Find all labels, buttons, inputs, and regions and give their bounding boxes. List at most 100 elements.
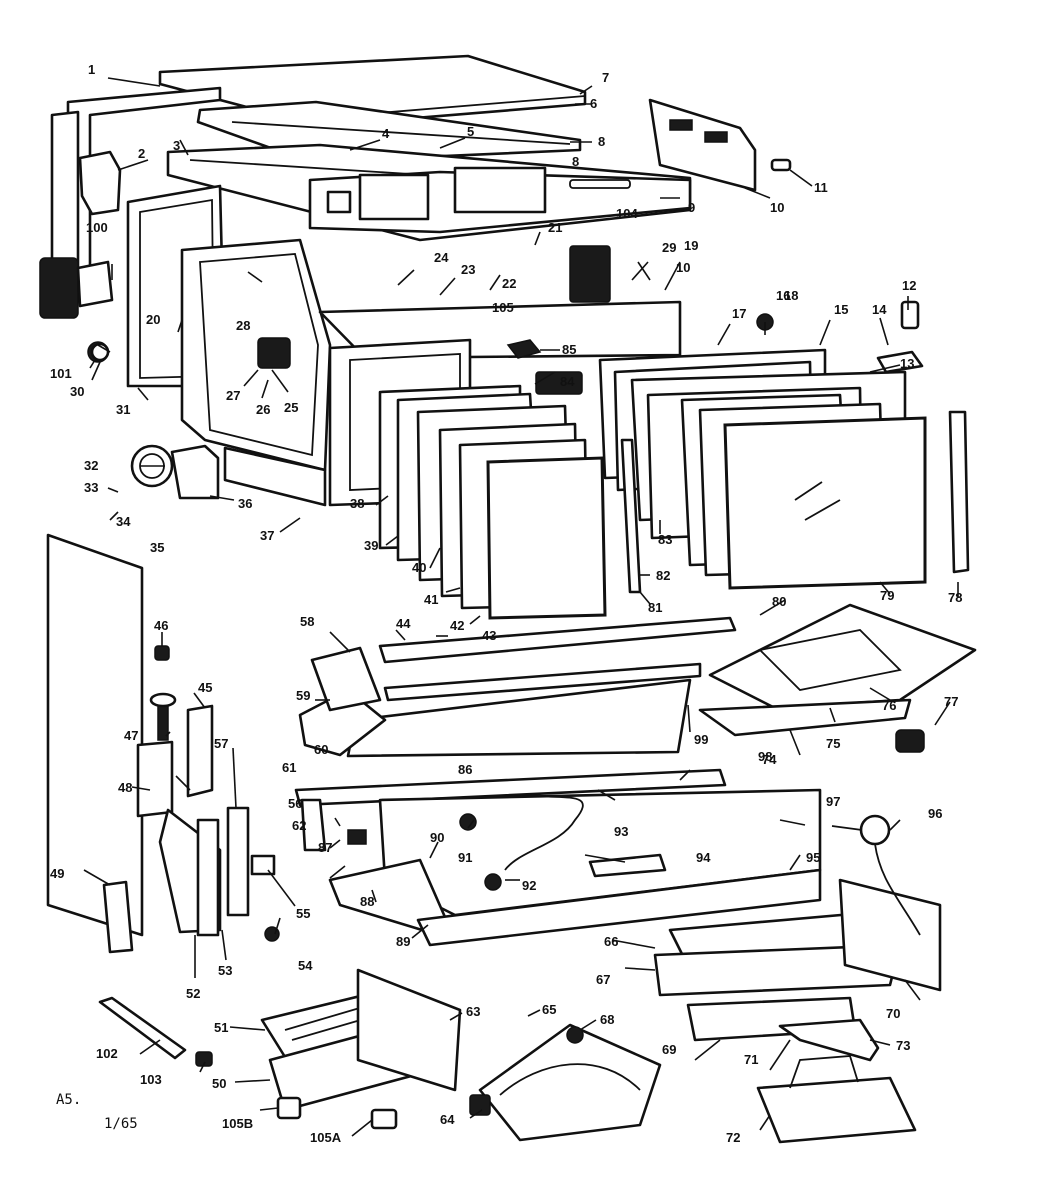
callout-62: 62 <box>292 818 306 833</box>
callout-103: 103 <box>140 1072 162 1087</box>
callout-64: 64 <box>440 1112 455 1127</box>
callout-71: 71 <box>744 1052 758 1067</box>
callout-86: 86 <box>458 762 472 777</box>
callout-85: 85 <box>562 342 576 357</box>
callout-10: 10 <box>770 200 784 215</box>
callout-30: 30 <box>70 384 84 399</box>
callout-8b: 8 <box>572 154 579 169</box>
callout-105a: 105A <box>310 1130 342 1145</box>
callout-54: 54 <box>298 958 313 973</box>
callout-14: 14 <box>872 302 887 317</box>
corner-code: A5. <box>56 1092 81 1108</box>
callout-59: 59 <box>296 688 310 703</box>
hinge-part <box>535 371 583 395</box>
callout-17: 17 <box>732 306 746 321</box>
callout-28: 28 <box>236 318 250 333</box>
callout-69: 69 <box>662 1042 676 1057</box>
callout-8: 8 <box>598 134 605 149</box>
callout-73: 73 <box>896 1038 910 1053</box>
callout-10b: 10 <box>676 260 690 275</box>
callout-52: 52 <box>186 986 200 1001</box>
callout-101: 101 <box>50 366 72 381</box>
callout-15: 15 <box>834 302 848 317</box>
base-strip-part <box>223 446 327 507</box>
callout-66: 66 <box>604 934 618 949</box>
callout-87: 87 <box>318 840 332 855</box>
callout-35: 35 <box>150 540 164 555</box>
door-handle-part <box>948 410 970 574</box>
burner-orifice-part <box>195 1051 213 1067</box>
relay-part <box>569 245 611 303</box>
callout-40: 40 <box>412 560 426 575</box>
callout-7: 7 <box>602 70 609 85</box>
callout-99: 99 <box>694 732 708 747</box>
callout-77: 77 <box>944 694 958 709</box>
callout-89: 89 <box>396 934 410 949</box>
connector-105b-part <box>276 1096 302 1120</box>
broiler-assembly-part <box>298 616 737 758</box>
terminal-part <box>347 829 367 845</box>
broiler-drawer-part <box>698 603 977 737</box>
callout-84: 84 <box>560 374 575 389</box>
callout-43: 43 <box>482 628 496 643</box>
callout-51: 51 <box>214 1020 228 1035</box>
side-bracket-part <box>186 704 214 798</box>
callout-90: 90 <box>430 830 444 845</box>
callout-57: 57 <box>214 736 228 751</box>
callout-96: 96 <box>928 806 942 821</box>
callout-63: 63 <box>466 1004 480 1019</box>
callout-25: 25 <box>284 400 298 415</box>
lower-side-panel-part <box>46 533 144 937</box>
oven-liner-part <box>180 238 332 472</box>
callout-9: 9 <box>688 200 695 215</box>
callout-3: 3 <box>173 138 180 153</box>
callout-105: 105 <box>492 300 514 315</box>
bracket-part <box>78 150 122 216</box>
callout-16: 16 <box>776 288 790 303</box>
callout-93: 93 <box>614 824 628 839</box>
callout-29: 29 <box>662 240 676 255</box>
callout-31: 31 <box>116 402 130 417</box>
bottom-tray-part <box>653 878 942 1042</box>
callout-98: 98 <box>758 749 772 764</box>
callout-4: 4 <box>382 126 390 141</box>
valve-knob-part <box>459 813 477 831</box>
callout-91: 91 <box>458 850 472 865</box>
callout-97: 97 <box>826 794 840 809</box>
wiring-harness-part <box>469 1023 662 1142</box>
callout-2: 2 <box>138 146 145 161</box>
broiler-pan-part <box>260 968 462 1112</box>
callout-70: 70 <box>886 1006 900 1021</box>
callout-72: 72 <box>726 1130 740 1145</box>
callout-49: 49 <box>50 866 64 881</box>
callout-95: 95 <box>806 850 820 865</box>
callout-53: 53 <box>218 963 232 978</box>
callout-68: 68 <box>600 1012 614 1027</box>
left-door-glass-part <box>486 456 607 620</box>
callout-102: 102 <box>96 1046 118 1061</box>
callout-22: 22 <box>502 276 516 291</box>
connector-105a-part <box>370 1108 398 1130</box>
callout-18: 18 <box>784 288 798 303</box>
callout-83: 83 <box>658 532 672 547</box>
callout-1: 1 <box>88 62 95 77</box>
callout-80: 80 <box>772 594 786 609</box>
lamp-socket-part <box>506 339 542 359</box>
callout-78: 78 <box>948 590 962 605</box>
hinge-arm-part <box>778 1018 880 1062</box>
callout-45: 45 <box>198 680 212 695</box>
callout-79: 79 <box>880 588 894 603</box>
callout-20: 20 <box>146 312 160 327</box>
grate-bar-part <box>98 996 187 1060</box>
trim-strips-part <box>158 806 250 937</box>
callout-104: 104 <box>616 206 638 221</box>
callout-88: 88 <box>360 894 374 909</box>
callout-105b: 105B <box>222 1116 253 1131</box>
callout-61: 61 <box>282 760 296 775</box>
left-oven-door-stack <box>378 384 607 620</box>
callout-23: 23 <box>461 262 475 277</box>
rear-panel-part <box>648 98 757 192</box>
callout-56: 56 <box>288 796 302 811</box>
oven-knob-part <box>831 814 921 936</box>
